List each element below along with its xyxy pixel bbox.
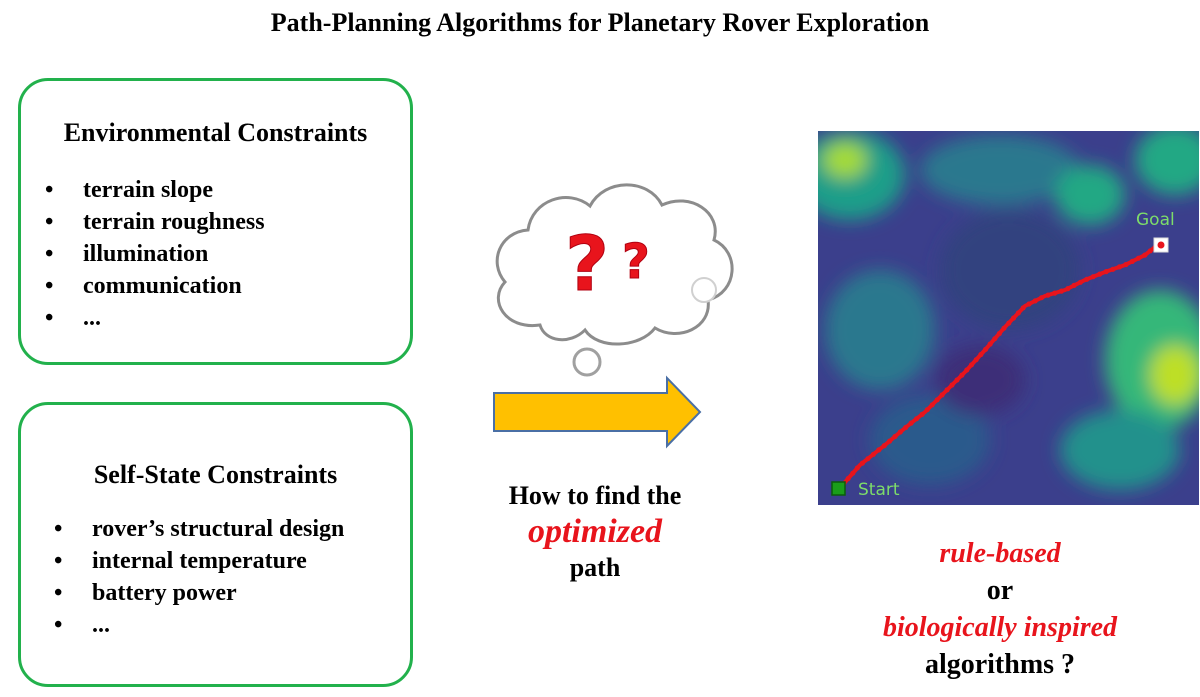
path-point <box>954 377 960 383</box>
list-item: •battery power <box>54 580 237 606</box>
path-point <box>987 341 993 347</box>
environmental-constraints-title: Environmental Constraints <box>63 118 368 147</box>
path-point <box>929 402 935 408</box>
self-state-constraints-title: Self-State Constraints <box>93 460 338 489</box>
path-point <box>1032 298 1038 304</box>
list-item: •... <box>45 305 101 331</box>
path-point <box>876 447 882 453</box>
path-point <box>1097 271 1103 277</box>
question-emphasis: optimized <box>527 513 663 550</box>
path-point <box>1110 266 1116 272</box>
path-point <box>1071 282 1077 288</box>
list-item: •illumination <box>45 241 209 267</box>
path-point <box>1129 258 1135 264</box>
path-point <box>914 416 920 422</box>
path-point <box>870 451 877 457</box>
path-point <box>959 372 965 378</box>
terrain-map <box>818 131 1199 505</box>
path-point <box>1015 310 1022 316</box>
goal-dot <box>1157 241 1165 249</box>
path-point <box>1038 295 1045 301</box>
path-point <box>996 330 1003 337</box>
conclusion-text: rule-based or biologically inspired algo… <box>800 535 1200 683</box>
goal-label: Goal <box>1136 210 1175 230</box>
path-point <box>939 392 945 398</box>
path-point <box>1084 276 1090 282</box>
path-point <box>859 460 866 466</box>
page-title: Path-Planning Algorithms for Planetary R… <box>270 8 930 37</box>
path-point <box>1116 264 1123 270</box>
path-point <box>845 475 851 482</box>
path-point <box>1011 315 1017 321</box>
path-point <box>1065 286 1071 292</box>
path-point <box>1077 279 1083 285</box>
path-point <box>1090 274 1096 280</box>
right-arrow-icon <box>493 375 702 449</box>
start-marker <box>831 481 846 496</box>
path-point <box>1045 292 1051 298</box>
question-text: How to find the optimized path <box>440 478 750 586</box>
list-item: •terrain roughness <box>45 209 265 235</box>
path-point <box>881 443 887 449</box>
path-point <box>983 346 989 352</box>
path-point <box>973 357 979 363</box>
path-point <box>1142 252 1148 258</box>
path-point <box>934 397 940 403</box>
path-point <box>892 433 898 440</box>
path-point <box>1020 305 1026 311</box>
path-point <box>919 411 925 417</box>
path-point <box>1123 261 1129 268</box>
path-point <box>1026 301 1032 307</box>
path-point <box>908 420 914 426</box>
path-point <box>865 456 871 462</box>
question-mark-small: ? <box>622 234 650 290</box>
list-item: •terrain slope <box>45 177 213 203</box>
path-point <box>887 438 893 444</box>
path-point <box>949 382 955 388</box>
list-item: •internal temperature <box>54 548 307 574</box>
path-point <box>924 407 930 413</box>
conclusion-tail: algorithms ? <box>924 649 1076 680</box>
environmental-constraints-box: Environmental Constraints •terrain slope… <box>18 78 413 365</box>
thought-cloud-icon: ? ? <box>495 183 734 377</box>
path-point <box>1006 320 1012 326</box>
question-line-3: path <box>569 553 621 582</box>
conclusion-option-2: biologically inspired <box>882 612 1118 643</box>
list-item: •communication <box>45 273 242 299</box>
self-state-constraints-box: Self-State Constraints •rover’s structur… <box>18 402 413 687</box>
list-item: •... <box>54 612 110 638</box>
path-point <box>1147 248 1153 254</box>
environmental-constraints-list: •terrain slope •terrain roughness •illum… <box>45 174 265 334</box>
path-point <box>968 362 975 368</box>
path-point <box>854 465 861 471</box>
conclusion-joiner: or <box>986 575 1014 606</box>
path-point <box>1135 255 1142 261</box>
question-mark-large: ? <box>565 219 609 308</box>
path-point <box>964 367 970 373</box>
path-point <box>850 470 856 476</box>
self-state-constraints-list: •rover’s structural design •internal tem… <box>54 513 344 641</box>
path-point <box>1001 325 1007 331</box>
path-point <box>1058 288 1064 294</box>
list-item: •rover’s structural design <box>54 516 345 542</box>
path-points <box>836 243 1159 492</box>
path-point <box>978 351 984 358</box>
path-point <box>992 336 998 342</box>
path-point <box>944 387 950 393</box>
path-point <box>897 429 903 435</box>
path-point <box>1052 290 1058 296</box>
question-line-1: How to find the <box>508 481 682 510</box>
path-point <box>1103 269 1109 275</box>
conclusion-option-1: rule-based <box>939 538 1061 569</box>
path-point <box>903 424 909 431</box>
start-label: Start <box>858 480 900 500</box>
